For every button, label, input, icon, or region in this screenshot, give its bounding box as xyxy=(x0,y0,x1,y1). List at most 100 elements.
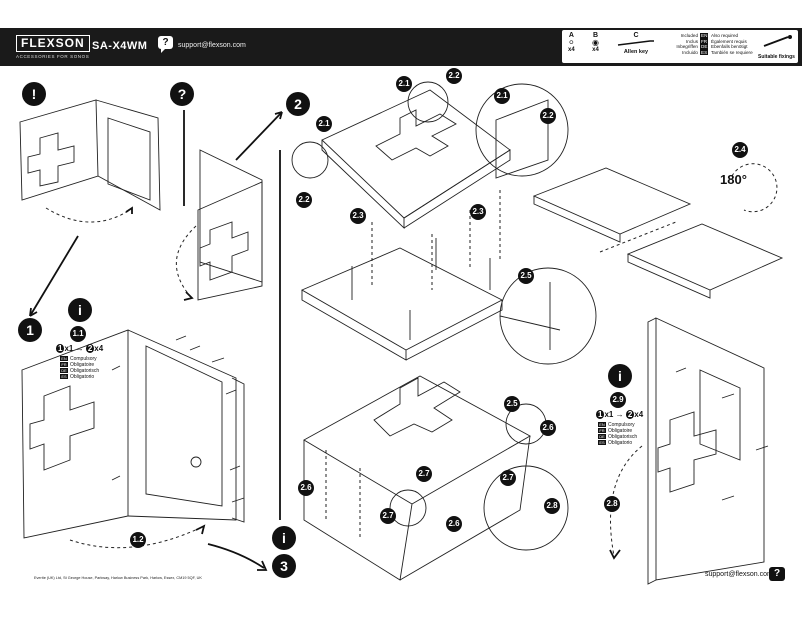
code-de: DE xyxy=(700,44,709,50)
frame-lower-view xyxy=(300,238,597,365)
ratio-right-qty: x4 xyxy=(94,344,104,353)
part-c-name: Allen key xyxy=(623,49,649,55)
info-icon-step2: i xyxy=(608,364,632,388)
code-fr: FR xyxy=(598,428,606,433)
required-en: Also required xyxy=(711,33,739,38)
step-2-5-badge: 2.5 xyxy=(518,268,534,284)
brand-tagline: ACCESSORIES FOR SONOS xyxy=(16,54,90,59)
line-es: Obligatorio xyxy=(70,374,95,380)
included-es: Incluido xyxy=(682,49,698,55)
ratio-right-num: 2 xyxy=(625,410,635,419)
required-es: También se requiere xyxy=(711,49,753,55)
info-icon-step3: i xyxy=(272,526,296,550)
help-bubble-icon: ? xyxy=(158,36,173,53)
step-2-7b-badge: 2.7 xyxy=(380,508,396,524)
step-3-badge: 3 xyxy=(272,554,296,578)
included-en: Included xyxy=(680,33,698,38)
line-de: Obligatorisch xyxy=(608,434,638,440)
step-1-2-badge: 1.2 xyxy=(130,532,146,548)
included-de: Inbegriffen xyxy=(676,44,698,50)
code-es: ES xyxy=(60,374,68,379)
brand: FLEXSON ACCESSORIES FOR SONOS xyxy=(16,34,90,59)
included-legend: Included Inclus Inbegriffen Incluido xyxy=(660,33,698,55)
info-icon-step1: i xyxy=(68,298,92,322)
step-2-3-badge: 2.3 xyxy=(350,208,366,224)
code-fr: FR xyxy=(700,38,709,45)
ratio-left-qty: x1 xyxy=(64,344,74,353)
support-email-top: support@flexson.com xyxy=(178,42,246,49)
flexson-logo: FLEXSON xyxy=(16,35,90,52)
step-2-6c-badge: 2.6 xyxy=(446,516,462,532)
part-c-letter: C xyxy=(633,32,639,39)
code-es: ES xyxy=(700,49,709,56)
included-fr: Inclus xyxy=(685,38,698,44)
required-fr: Également requis xyxy=(711,38,747,44)
part-a-letter: A xyxy=(568,32,574,39)
bracket-step1-view xyxy=(21,329,268,571)
suitable-fixings-label: Suitable fixings xyxy=(758,54,795,60)
bracket-question-view xyxy=(176,110,263,301)
ratio-left-num: 1 xyxy=(56,344,65,353)
company-address: Everite (UK) Ltd, St George House, Parkw… xyxy=(34,576,202,580)
plates-rotation-view xyxy=(532,163,784,299)
line-en: Compulsory xyxy=(70,356,97,362)
step-2-8-badge: 2.8 xyxy=(544,498,560,514)
step-2-7-badge: 2.7 xyxy=(416,466,432,482)
frame-assembled-view xyxy=(303,375,569,581)
code-de: DE xyxy=(598,434,606,439)
step-2-badge: 2 xyxy=(286,92,310,116)
step-2-9-badge: 2.9 xyxy=(610,392,626,408)
ratio-right-num: 2 xyxy=(85,344,95,353)
step-2-2b-badge: 2.2 xyxy=(446,68,462,84)
help-bubble-icon: ? xyxy=(769,567,785,581)
allen-key-icon xyxy=(617,40,654,46)
washer-icon: ◉ xyxy=(592,38,599,47)
step-2-2-badge: 2.2 xyxy=(296,192,312,208)
part-b-letter: B xyxy=(592,32,599,39)
bracket-final-view xyxy=(609,317,769,585)
step-2-1b-badge: 2.1 xyxy=(396,76,412,92)
question-step-badge: ? xyxy=(170,82,194,106)
language-codes: EN FR DE ES xyxy=(700,33,709,56)
step-2-7c-badge: 2.7 xyxy=(500,470,516,486)
part-b-qty: x4 xyxy=(592,47,599,53)
code-en: EN xyxy=(598,422,606,427)
step-2-8b-badge: 2.8 xyxy=(604,496,620,512)
step-2-5b-badge: 2.5 xyxy=(504,396,520,412)
ratio-arrow-icon: → xyxy=(75,344,84,353)
part-c: C Allen key xyxy=(614,32,658,55)
code-de: DE xyxy=(60,368,68,373)
step-2-1-badge: 2.1 xyxy=(316,116,332,132)
line-en: Compulsory xyxy=(608,422,635,428)
screw-icon: ⚪ xyxy=(568,38,575,47)
ratio-right-qty: x4 xyxy=(634,410,644,419)
line-es: Obligatorio xyxy=(608,440,633,446)
ratio-left-num: 1 xyxy=(596,410,605,419)
bracket-warning-view xyxy=(19,99,161,223)
line-de: Obligatorisch xyxy=(70,368,100,374)
step-2-1c-badge: 2.1 xyxy=(494,88,510,104)
required-de: Ebenfalls benötigt xyxy=(711,44,748,50)
step-1-badge: 1 xyxy=(18,318,42,342)
step-2-4-badge: 2.4 xyxy=(732,142,748,158)
step-2-2c-badge: 2.2 xyxy=(540,108,556,124)
part-a: A ⚪ x4 xyxy=(568,32,575,53)
part-a-qty: x4 xyxy=(568,47,575,53)
support-email-bottom: support@flexson.com xyxy=(705,571,773,578)
ratio-arrow-icon: → xyxy=(615,410,624,419)
code-fr: FR xyxy=(60,362,68,367)
support-contact-top: ? support@flexson.com xyxy=(158,36,246,53)
